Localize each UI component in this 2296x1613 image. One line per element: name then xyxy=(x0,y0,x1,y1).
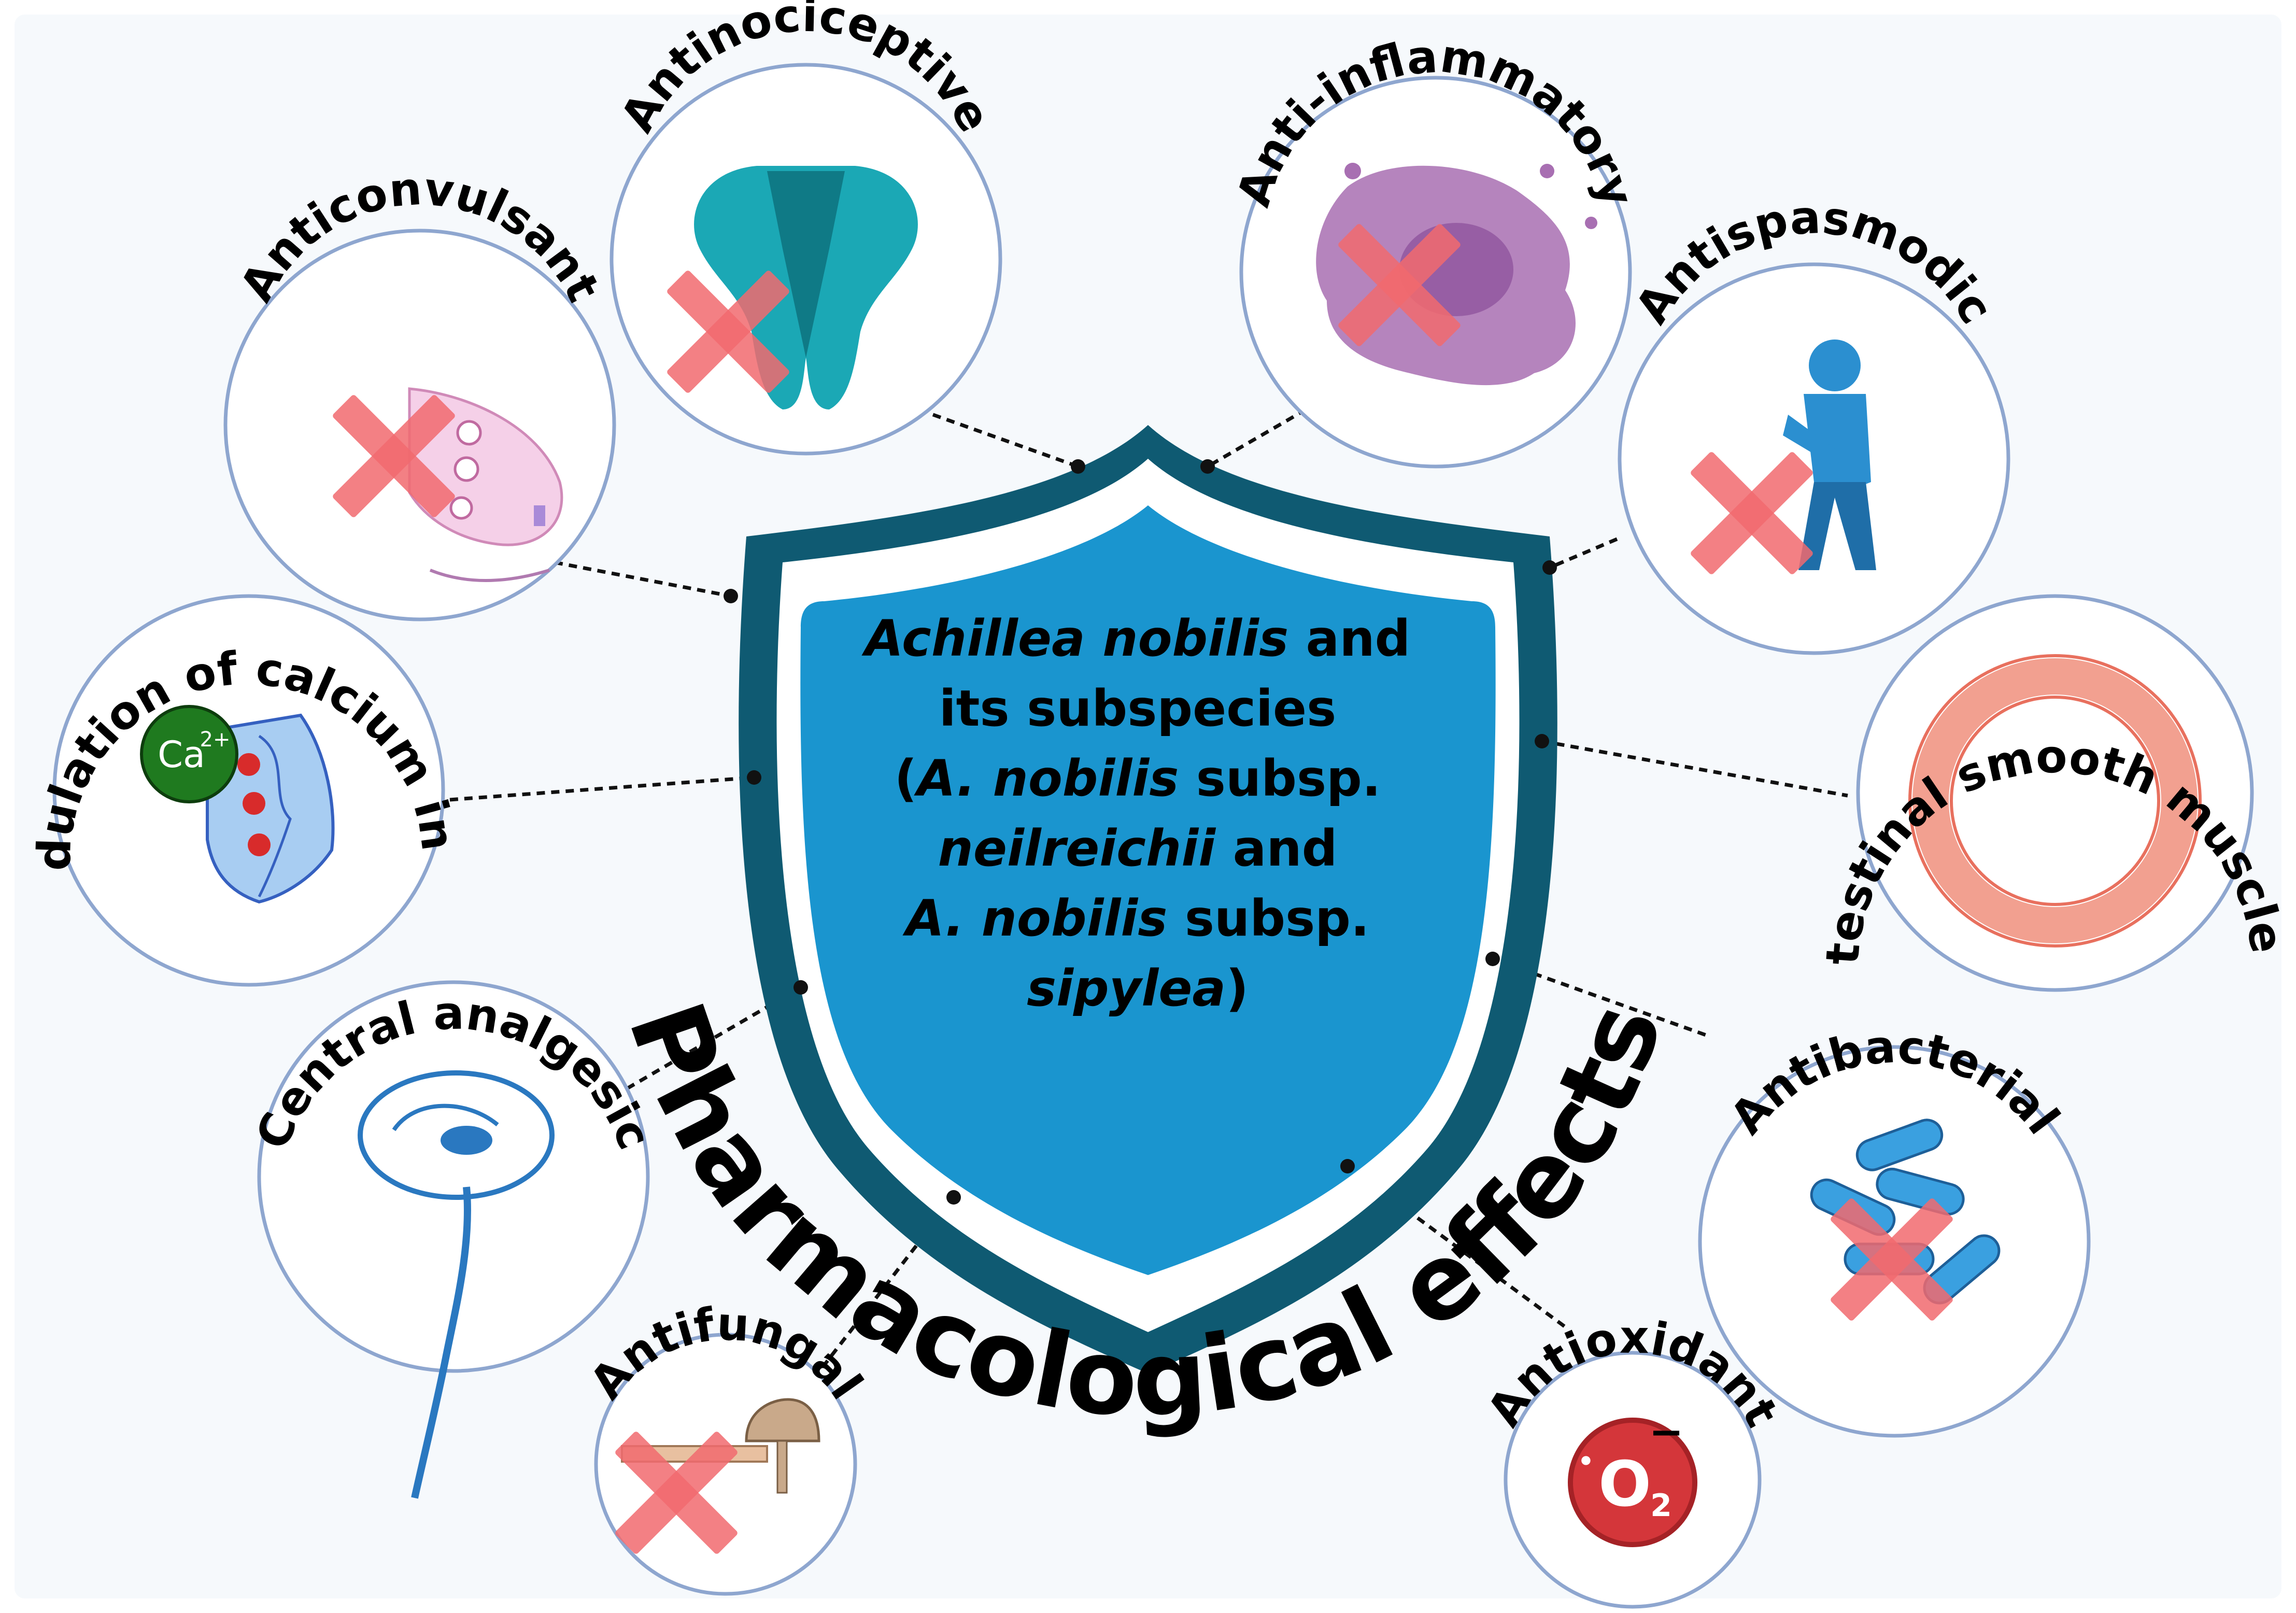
calcium-charge: 2+ xyxy=(200,728,231,752)
synapse-icon xyxy=(408,387,563,582)
brain-spine-icon xyxy=(358,1070,555,1499)
calcium-symbol: Ca xyxy=(158,733,205,776)
center-line6-close: ) xyxy=(1226,959,1249,1017)
center-line1-rest: and xyxy=(1288,610,1410,668)
effect-anti-inflammatory: Anti-inflammatory xyxy=(1227,29,1645,469)
svg-text:sipylea): sipylea) xyxy=(1027,959,1249,1017)
center-text: Achillea nobilis and its subspecies (A. … xyxy=(861,610,1411,1017)
effect-central-analgesic: Central analgesic xyxy=(245,980,662,1499)
center-line3-rest: subsp. xyxy=(1179,749,1381,808)
center-line3-open: ( xyxy=(895,749,917,808)
superoxide-o: O xyxy=(1598,1449,1651,1521)
connector-antinociceptive xyxy=(932,413,1079,469)
superoxide-dot: • xyxy=(1577,1444,1595,1480)
center-line1-italic: Achillea nobilis xyxy=(861,610,1289,668)
connector-anti-inflammatory xyxy=(1207,407,1307,469)
connector-calcium xyxy=(435,775,755,803)
connector-antispasmodic xyxy=(1549,537,1618,570)
center-line4-rest: and xyxy=(1215,819,1337,878)
svg-text:(A. nobilis subsp.: (A. nobilis subsp. xyxy=(895,749,1381,808)
center-line3-italic: A. nobilis xyxy=(914,749,1179,808)
superoxide-sub: 2 xyxy=(1650,1488,1672,1524)
connector-antibacterial xyxy=(1492,957,1711,1039)
intestine-ring-icon xyxy=(1908,654,2202,947)
center-line6-italic: sipylea xyxy=(1027,959,1226,1017)
effect-antinociceptive: Antinociceptive xyxy=(610,0,1002,456)
person-cramp-icon xyxy=(1783,339,1876,570)
spinal-cord-icon xyxy=(694,166,918,409)
calcium-ion-icon: Ca 2+ xyxy=(140,705,238,803)
svg-text:A. nobilis subsp.: A. nobilis subsp. xyxy=(902,889,1370,947)
effect-antibacterial: Antibacterial xyxy=(1698,1020,2091,1438)
connector-anticonvulsant xyxy=(554,560,731,598)
superoxide-icon: • O 2 − xyxy=(1568,1408,1697,1547)
center-line4-italic: neilreichii xyxy=(938,819,1216,878)
superoxide-charge: − xyxy=(1649,1408,1683,1456)
svg-text:Achillea nobilis and: Achillea nobilis and xyxy=(861,610,1411,668)
svg-text:neilreichii and: neilreichii and xyxy=(938,819,1338,878)
shield-dots xyxy=(724,459,1557,1205)
center-line5-rest: subsp. xyxy=(1167,889,1369,947)
center-line2: its subspecies xyxy=(939,680,1337,738)
shield-icon xyxy=(739,425,1557,1374)
connector-gi xyxy=(1541,739,1848,798)
center-line5-italic: A. nobilis xyxy=(902,889,1168,947)
ion-channel-icon xyxy=(206,713,335,904)
